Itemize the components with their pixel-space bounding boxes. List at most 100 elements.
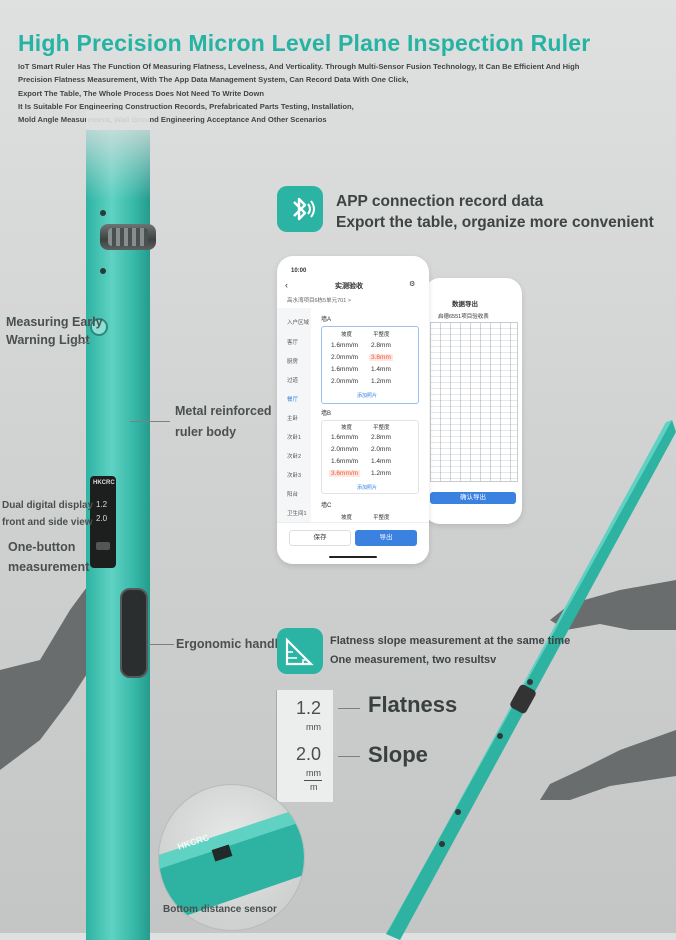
col-flatness-header: 平整度 [373,332,390,338]
display-brand: HKCRC [93,480,115,486]
intro-line: It Is Suitable For Engineering Construct… [18,101,354,111]
col-slope-header: 坡度 [341,515,353,521]
sidebar-item[interactable]: 次卧2 [287,454,302,460]
home-indicator [329,556,377,558]
digital-display: HKCRC 1.2 2.0 [90,476,116,568]
sidebar-item[interactable]: 次卧1 [287,435,302,441]
intro-text: IoT Smart Ruler Has The Function Of Meas… [18,60,618,126]
sidebar-item-active[interactable]: 餐厅 [287,397,299,403]
feature-slope-line2: One measurement, two resultsv [330,654,497,666]
cell: 2.8mm [371,434,391,441]
measure-button-illustration [96,542,110,550]
intro-line: Precision Flatness Measurement, With The… [18,75,409,85]
phone2-header: 数据导出 [452,301,478,308]
cell: 1.6mm/m [331,366,359,373]
readout-panel [276,690,333,802]
intro-line: Export The Table, The Whole Process Does… [18,88,264,98]
callout-metal-body-line2: ruler body [175,425,237,439]
rivet [100,210,106,216]
wall-b-label: 墙B [321,411,332,417]
back-icon[interactable]: ‹ [285,280,288,290]
wall-a-label: 墙A [321,317,332,323]
sidebar-item[interactable]: 过道 [287,378,299,384]
page-title: High Precision Micron Level Plane Inspec… [18,30,591,56]
confirm-export-button[interactable]: 确认导出 [430,492,516,504]
col-flatness-header: 平整度 [373,425,390,431]
col-flatness-header: 平整度 [373,515,390,521]
cell: 2.0mm [371,446,391,453]
cell-highlight: 3.6mm [369,354,393,361]
feature-app-line1: APP connection record data [336,193,544,210]
flatness-value: 1.2 [296,698,322,718]
cell: 2.0mm/m [331,446,359,453]
phone1-header: 实测验收 [335,283,363,290]
display-slope-value: 2.0 [96,514,108,523]
fraction-bar [304,780,322,781]
slope-label: Slope [368,742,428,767]
save-button[interactable]: 保存 [289,530,351,546]
callout-sensor: Bottom distance sensor [163,904,277,915]
readout-line [338,708,360,709]
sidebar-item[interactable]: 次卧3 [287,473,302,479]
sensor-closeup: HKCRC [158,784,305,931]
callout-line [130,421,170,422]
ruler-fade [86,110,150,200]
feature-slope-line1: Flatness slope measurement at the same t… [330,635,571,647]
callout-warning-light-line2: Warning Light [6,333,90,347]
slope-unit-numerator: mm [306,768,321,778]
export-button[interactable]: 导出 [355,530,417,546]
sidebar-item[interactable]: 卫生间1 [287,511,307,517]
export-table-preview [430,322,518,482]
cell: 1.6mm/m [331,458,359,465]
callout-line [74,342,90,343]
cell: 1.2mm [371,378,391,385]
callout-dual-display-line2: front and side view [2,517,93,528]
hand-right-illustration [540,580,676,800]
cell: 1.2mm [371,470,391,477]
settings-icon[interactable]: ⚙ [409,281,416,288]
phone1-time: 10:00 [291,268,307,274]
col-slope-header: 坡度 [341,332,353,338]
diagonal-ruler-illustration [386,420,676,940]
cell: 1.4mm [371,458,391,465]
wall-b-card [321,420,419,494]
cell: 1.4mm [371,366,391,373]
slope-icon [277,628,323,674]
readout-line [338,756,360,757]
callout-line [148,644,174,645]
slope-unit-denominator: m [310,782,318,792]
phone2-subtitle: 启德6551项目验收表 [438,314,489,320]
wall-a-card [321,326,419,404]
callout-handle: Ergonomic handle [176,637,286,651]
sidebar-item[interactable]: 阳台 [287,492,299,498]
callout-one-button-line2: measurement [8,560,90,574]
callout-warning-light-line1: Measuring Early [6,315,103,329]
cell-highlight: 3.6mm/m [329,470,361,477]
sidebar-item[interactable]: 入户区域 [287,320,310,326]
sidebar-item[interactable]: 厨房 [287,359,299,365]
intro-line: IoT Smart Ruler Has The Function Of Meas… [18,62,580,71]
cell: 1.6mm/m [331,434,359,441]
callout-one-button-line1: One-button [8,540,76,554]
flatness-label: Flatness [368,692,458,717]
col-slope-header: 坡度 [341,425,353,431]
sidebar-item[interactable]: 主卧 [287,416,299,422]
room-sidebar [277,308,311,522]
callout-dual-display-line1: Dual digital display [2,500,94,511]
phone-export-screen: 数据导出 启德6551项目验收表 确认导出 [424,278,522,524]
add-photo-link[interactable]: 添加照片 [357,485,378,491]
cell: 2.0mm/m [331,354,359,361]
sidebar-item[interactable]: 客厅 [287,340,299,346]
rivet [100,268,106,274]
slope-value: 2.0 [296,744,322,764]
wall-c-label: 墙C [321,503,332,509]
feature-app-line2: Export the table, organize more convenie… [336,214,654,231]
handle-illustration [120,588,148,678]
cell: 2.8mm [371,342,391,349]
add-photo-link[interactable]: 添加照片 [357,393,378,399]
callout-metal-body-line1: Metal reinforced [175,404,272,418]
cell: 2.0mm/m [331,378,359,385]
warning-light-illustration [90,318,108,336]
project-address[interactable]: 高水湾项目6栋5单元701 > [287,298,352,304]
phone-inspection-screen: 10:00 ‹ 实测验收 ⚙ 高水湾项目6栋5单元701 > 入户区域 客厅 厨… [277,256,429,564]
